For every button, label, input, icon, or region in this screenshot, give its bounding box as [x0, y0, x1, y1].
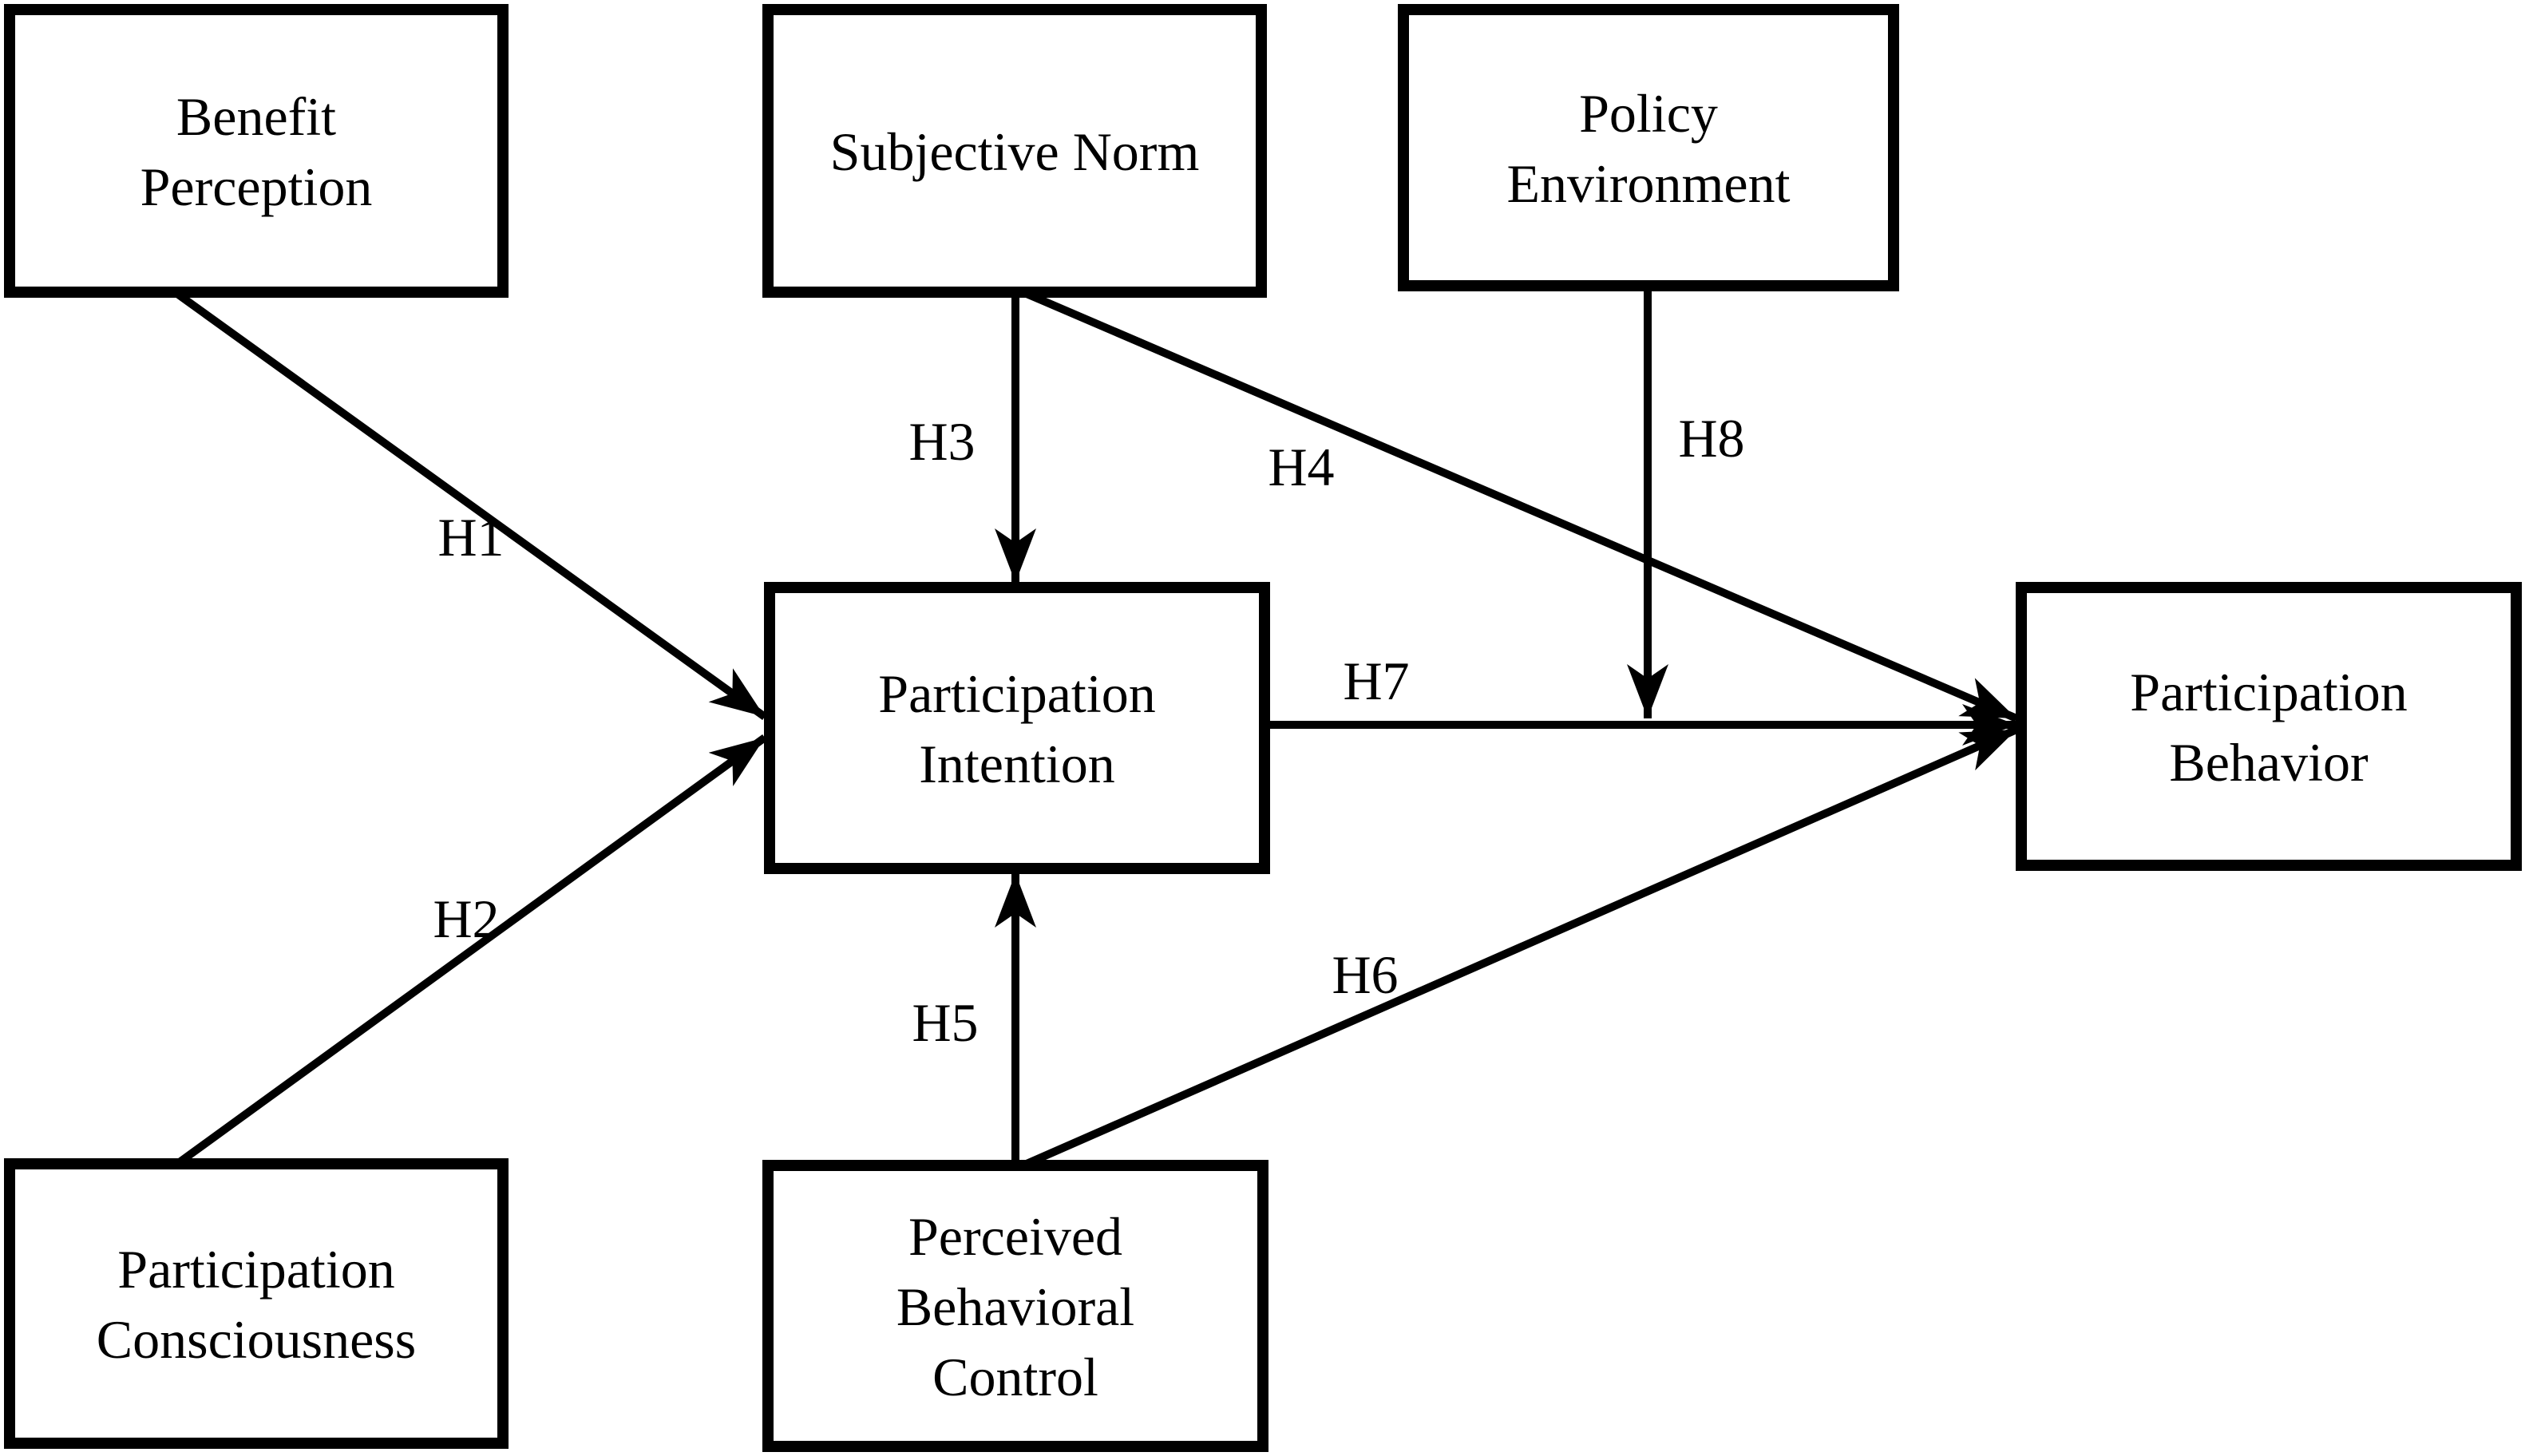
node-participation-intention-box [764, 582, 1270, 874]
edge-H7: H7 [1264, 651, 2016, 746]
edge-H5: H5 [912, 873, 1036, 1164]
edge-H1: H1 [175, 290, 767, 721]
edge-H4-arrow [1025, 290, 2018, 722]
node-benefit-perception-box [4, 4, 509, 298]
node-participation-behavior-box [2016, 582, 2522, 871]
node-participation-consciousness-box [4, 1158, 509, 1449]
edge-H5-label: H5 [912, 992, 978, 1053]
edge-H8-label: H8 [1678, 408, 1744, 469]
edge-H2: H2 [175, 734, 767, 1168]
node-subjective-norm: Subjective Norm [762, 4, 1267, 298]
edge-H2-arrow [175, 734, 767, 1168]
edge-H3: H3 [908, 294, 1036, 583]
edge-H6-arrow [1024, 726, 2019, 1168]
edge-H6-label: H6 [1332, 944, 1398, 1005]
edge-H3-label: H3 [908, 411, 975, 472]
node-policy-environment-box [1398, 4, 1899, 291]
edge-H1-arrow [175, 290, 767, 721]
edge-H1-label: H1 [437, 507, 504, 568]
edge-H4: H4 [1025, 290, 2018, 722]
edge-H2-label: H2 [433, 888, 499, 949]
edge-H6: H6 [1024, 726, 2019, 1168]
edge-H4-label: H4 [1268, 437, 1334, 497]
node-subjective-norm-box [762, 4, 1267, 298]
node-subjective-norm-label: Subjective Norm [830, 121, 1200, 182]
edge-H7-label: H7 [1343, 651, 1409, 711]
node-perceived-behavioral-control-box [762, 1160, 1268, 1452]
edge-H8: H8 [1627, 287, 1745, 718]
